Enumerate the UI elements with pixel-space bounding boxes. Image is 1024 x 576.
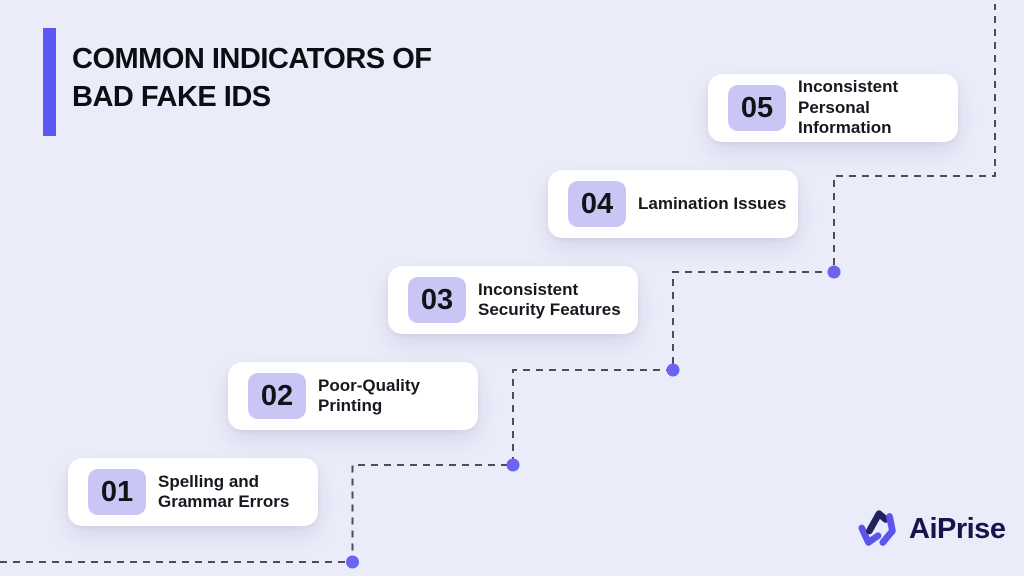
aiprise-logo-icon: [858, 510, 896, 546]
step-dot: [346, 555, 359, 569]
step-number-badge: 05: [728, 85, 786, 131]
title-accent-bar: [43, 28, 56, 136]
step-label: Inconsistent Security Features: [478, 279, 621, 319]
step-label: Spelling and Grammar Errors: [158, 471, 290, 511]
step-number-badge: 04: [568, 181, 626, 227]
step-card-2: 02 Poor-Quality Printing: [228, 362, 478, 430]
step-dot: [666, 363, 680, 377]
step-card-5: 05 Inconsistent Personal Information: [708, 74, 958, 142]
step-number-badge: 03: [408, 277, 466, 323]
page-title-line1: COMMON INDICATORS OF: [72, 43, 432, 75]
page-title-line2: BAD FAKE IDS: [72, 81, 271, 113]
step-number-badge: 02: [248, 373, 306, 419]
step-label: Poor-Quality Printing: [318, 375, 421, 415]
aiprise-logo: AiPrise: [856, 506, 1006, 552]
step-card-1: 01 Spelling and Grammar Errors: [68, 458, 318, 526]
aiprise-logo-text: AiPrise: [909, 512, 1006, 545]
step-number-badge: 01: [88, 469, 146, 515]
step-label: Lamination Issues: [638, 193, 787, 213]
step-dot: [827, 265, 841, 279]
step-card-3: 03 Inconsistent Security Features: [388, 266, 638, 334]
step-dot: [506, 458, 520, 472]
step-label: Inconsistent Personal Information: [798, 77, 899, 138]
page-title: COMMON INDICATORS OF BAD FAKE IDS: [72, 40, 432, 116]
step-card-4: 04 Lamination Issues: [548, 170, 798, 238]
